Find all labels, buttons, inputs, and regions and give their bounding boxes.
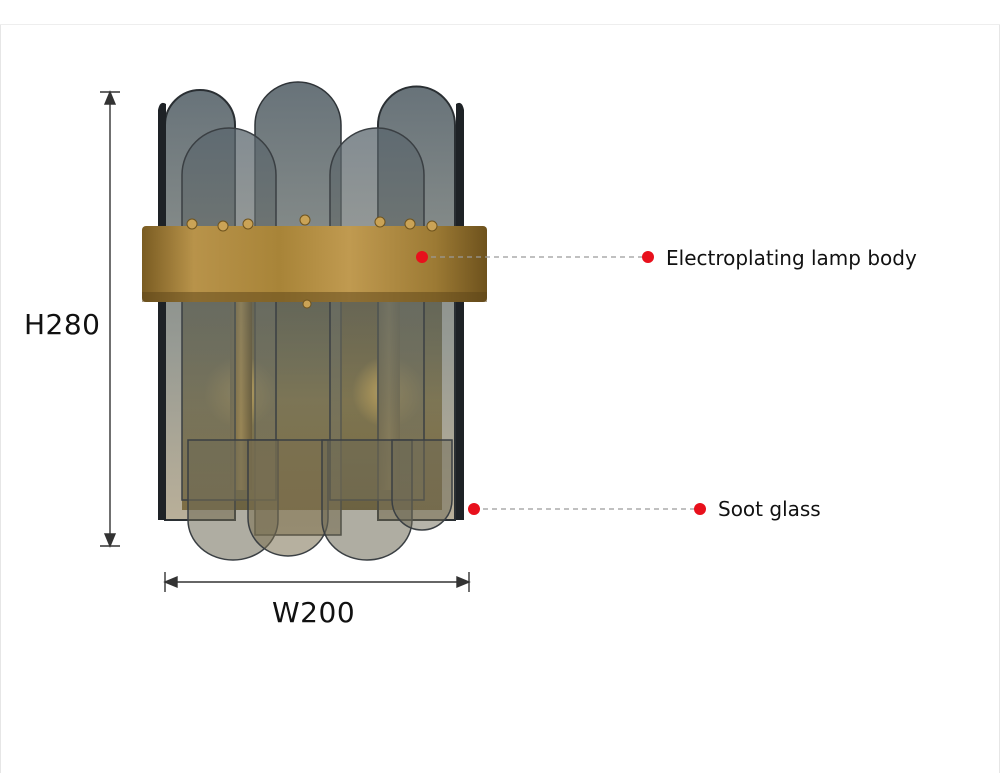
callout-lamp-body-line: [416, 251, 654, 263]
brass-band-shadow: [142, 292, 487, 302]
height-dimension-label: H280: [24, 308, 101, 341]
glass-fin-lower-center-right: [321, 439, 413, 561]
glass-edge-left: [158, 102, 166, 520]
glass-edge-right: [456, 102, 464, 520]
width-dimension-label: W200: [272, 596, 356, 629]
band-rivets: [186, 214, 438, 309]
brass-band: [142, 226, 487, 302]
callout-lamp-body-text: Electroplating lamp body: [666, 246, 917, 270]
top-divider: [0, 24, 1000, 25]
height-dimension-line: [100, 90, 120, 548]
glass-fin-front-right: [329, 127, 425, 501]
glass-fin-lower-center-left: [247, 439, 329, 557]
callout-glass-text: Soot glass: [718, 497, 821, 521]
callout-glass-line: [468, 503, 706, 515]
glass-fin-lower-right: [391, 439, 453, 531]
width-dimension-line: [163, 572, 471, 592]
